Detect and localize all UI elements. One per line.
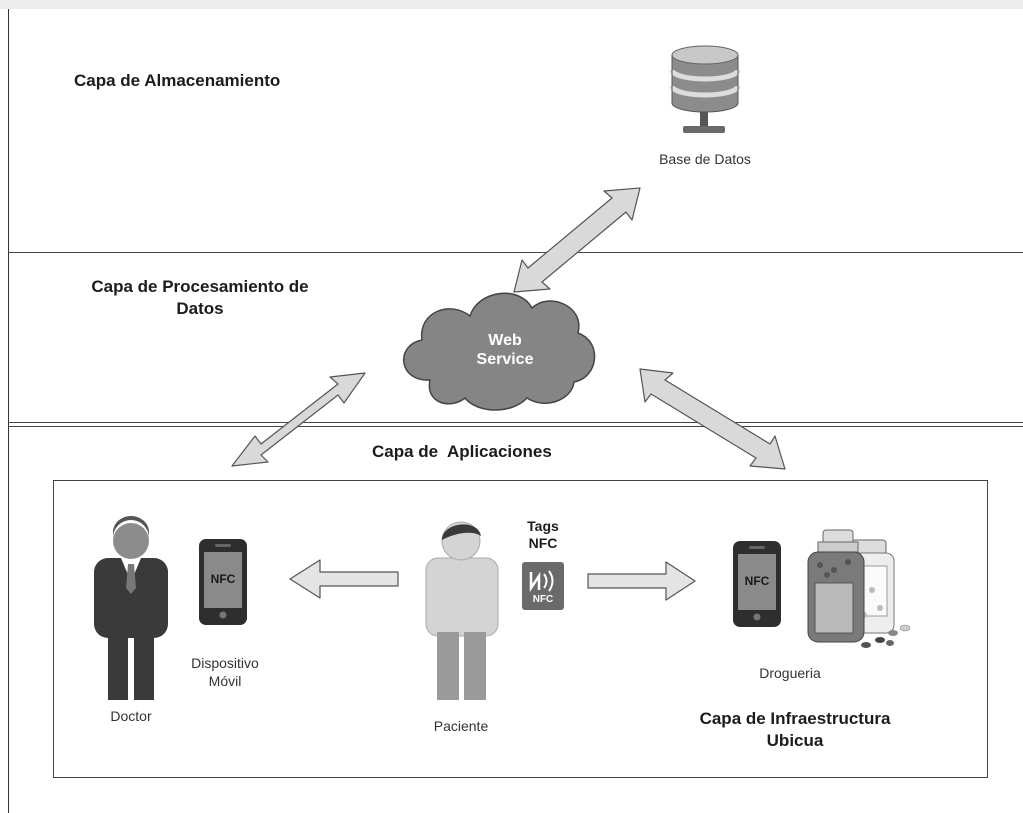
mobile-nfc-phone-left [199, 539, 247, 625]
web-service-label-line1: Web [488, 332, 522, 349]
database-label: Base de Datos [659, 151, 751, 167]
web-service-label-line2: Service [476, 351, 534, 368]
layer-label-infrastructure-line1: Capa de Infraestructura [699, 709, 891, 728]
doctor-icon [94, 516, 168, 700]
arrow-webservice-to-pharmacy [639, 368, 786, 470]
layer-label-processing: Capa de Procesamiento de Datos [50, 276, 350, 320]
nfc-tag-icon [522, 562, 564, 610]
arrow-patient-to-doctor [289, 559, 399, 599]
layer-label-processing-line1: Capa de Procesamiento de [91, 277, 309, 296]
nfc-phone-left-text: NFC [210, 572, 236, 586]
web-service-label: Web Service [445, 331, 565, 369]
web-service-cloud [403, 292, 596, 411]
layer-divider-processing-top [8, 422, 1023, 423]
layer-label-applications: Capa de Aplicaciones [372, 442, 552, 461]
patient-icon [425, 521, 499, 700]
tags-nfc-label-line2: NFC [528, 535, 558, 551]
layer-label-infrastructure: Capa de Infraestructura Ubicua [660, 708, 930, 752]
tags-nfc-label: Tags NFC [513, 518, 573, 552]
pharmacy-label: Drogueria [759, 665, 821, 681]
layer-label-processing-line2: Datos [176, 299, 224, 318]
database-icon [669, 45, 741, 133]
layer-label-storage: Capa de Almacenamiento [74, 71, 281, 90]
patient-label: Paciente [433, 718, 489, 734]
infrastructure-box [53, 480, 988, 778]
mobile-device-label-line1: Dispositivo [191, 655, 259, 671]
medicine-bottles-icon [807, 529, 911, 648]
doctor-label: Doctor [110, 708, 152, 724]
tags-nfc-label-line1: Tags [527, 518, 559, 534]
mobile-nfc-phone-right [733, 541, 781, 627]
mobile-device-label: Dispositivo Móvil [170, 654, 280, 690]
arrow-db-to-webservice [513, 187, 641, 293]
top-band [0, 0, 1023, 9]
mobile-device-label-line2: Móvil [208, 673, 242, 689]
layer-divider-processing-bottom [8, 426, 1023, 427]
arrow-webservice-to-doctor [231, 372, 366, 467]
nfc-phone-right-text: NFC [744, 574, 770, 588]
arrow-patient-to-pharmacy [587, 561, 696, 601]
diagram-frame [8, 9, 1023, 813]
nfc-tag-text: NFC [532, 594, 554, 605]
layer-label-infrastructure-line2: Ubicua [766, 731, 824, 750]
layer-divider-storage [8, 252, 1023, 253]
